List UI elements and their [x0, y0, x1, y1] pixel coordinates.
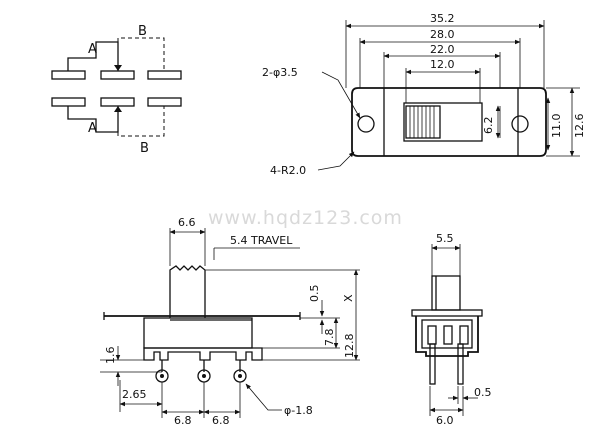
dim-plate-thickness: 0.5 [308, 285, 321, 303]
path-a-bottom [67, 106, 119, 133]
label-a-bottom: A [88, 121, 97, 136]
path-a-top [67, 41, 119, 71]
dim-corner-radius: 4-R2.0 [270, 164, 306, 177]
contact-top-middle [100, 70, 135, 80]
label-b-bottom: B [140, 141, 149, 156]
contact-bottom-right [147, 97, 182, 107]
dim-knob-width: 6.2 [482, 117, 495, 135]
dim-hole-diameter: 2-φ3.5 [262, 66, 298, 79]
dim-body-height: 7.8 [323, 329, 336, 347]
dim-knob-width-front: 6.6 [178, 216, 196, 229]
watermark: www.hqdz123.com [208, 207, 403, 229]
front-view: 6.6 5.4 TRAVEL X 0.5 7.8 12.8 1.6 2.65 6… [100, 216, 360, 427]
mount-hole-right [511, 115, 529, 133]
dim-total-height-front: 12.8 [343, 334, 356, 359]
mount-hole-left [357, 115, 375, 133]
dim-pin-length: 1.6 [104, 347, 117, 365]
path-b-top [117, 37, 165, 71]
dim-body-length: 22.0 [430, 43, 455, 56]
front-base [143, 347, 263, 361]
dim-pin-diameter: φ-1.8 [284, 404, 313, 417]
dim-window-length: 12.0 [430, 58, 455, 71]
side-body-inner [421, 319, 473, 349]
dim-x: X [342, 294, 355, 302]
contact-top-right [147, 70, 182, 80]
contact-bottom-left [51, 97, 86, 107]
dim-pin-offset: 2.65 [122, 388, 147, 401]
label-a-top: A [88, 42, 97, 57]
dim-overall-length: 35.2 [430, 12, 455, 25]
dim-side-pin-thickness: 0.5 [474, 386, 492, 399]
mounting-plate [351, 87, 547, 157]
dim-mount-spacing: 28.0 [430, 28, 455, 41]
dim-pin-pitch-2: 6.8 [212, 414, 230, 427]
contact-top-left [51, 70, 86, 80]
side-body [415, 316, 479, 357]
side-plate [411, 309, 483, 317]
slide-knob [405, 105, 441, 139]
dim-travel: 5.4 TRAVEL [230, 234, 293, 247]
dim-pin-pitch-1: 6.8 [174, 414, 192, 427]
label-b-top: B [138, 24, 147, 39]
dim-side-knob: 5.5 [436, 232, 454, 245]
dim-plate-height: 11.0 [550, 114, 563, 139]
slide-window [403, 102, 483, 142]
side-pin-right [457, 343, 464, 385]
side-view: 5.5 6.0 0.5 [411, 232, 492, 427]
top-view: 35.2 28.0 22.0 12.0 2-φ3.5 4-R2.0 6.2 11… [262, 12, 586, 177]
path-b-bottom [117, 106, 165, 137]
dim-side-pin-spacing: 6.0 [436, 414, 454, 427]
contact-schematic: A B A B [51, 24, 182, 156]
dim-total-height: 12.6 [573, 114, 586, 139]
contact-bottom-middle [100, 97, 135, 107]
side-pin-left [429, 343, 436, 385]
front-knob [169, 265, 206, 318]
front-body [143, 317, 253, 349]
